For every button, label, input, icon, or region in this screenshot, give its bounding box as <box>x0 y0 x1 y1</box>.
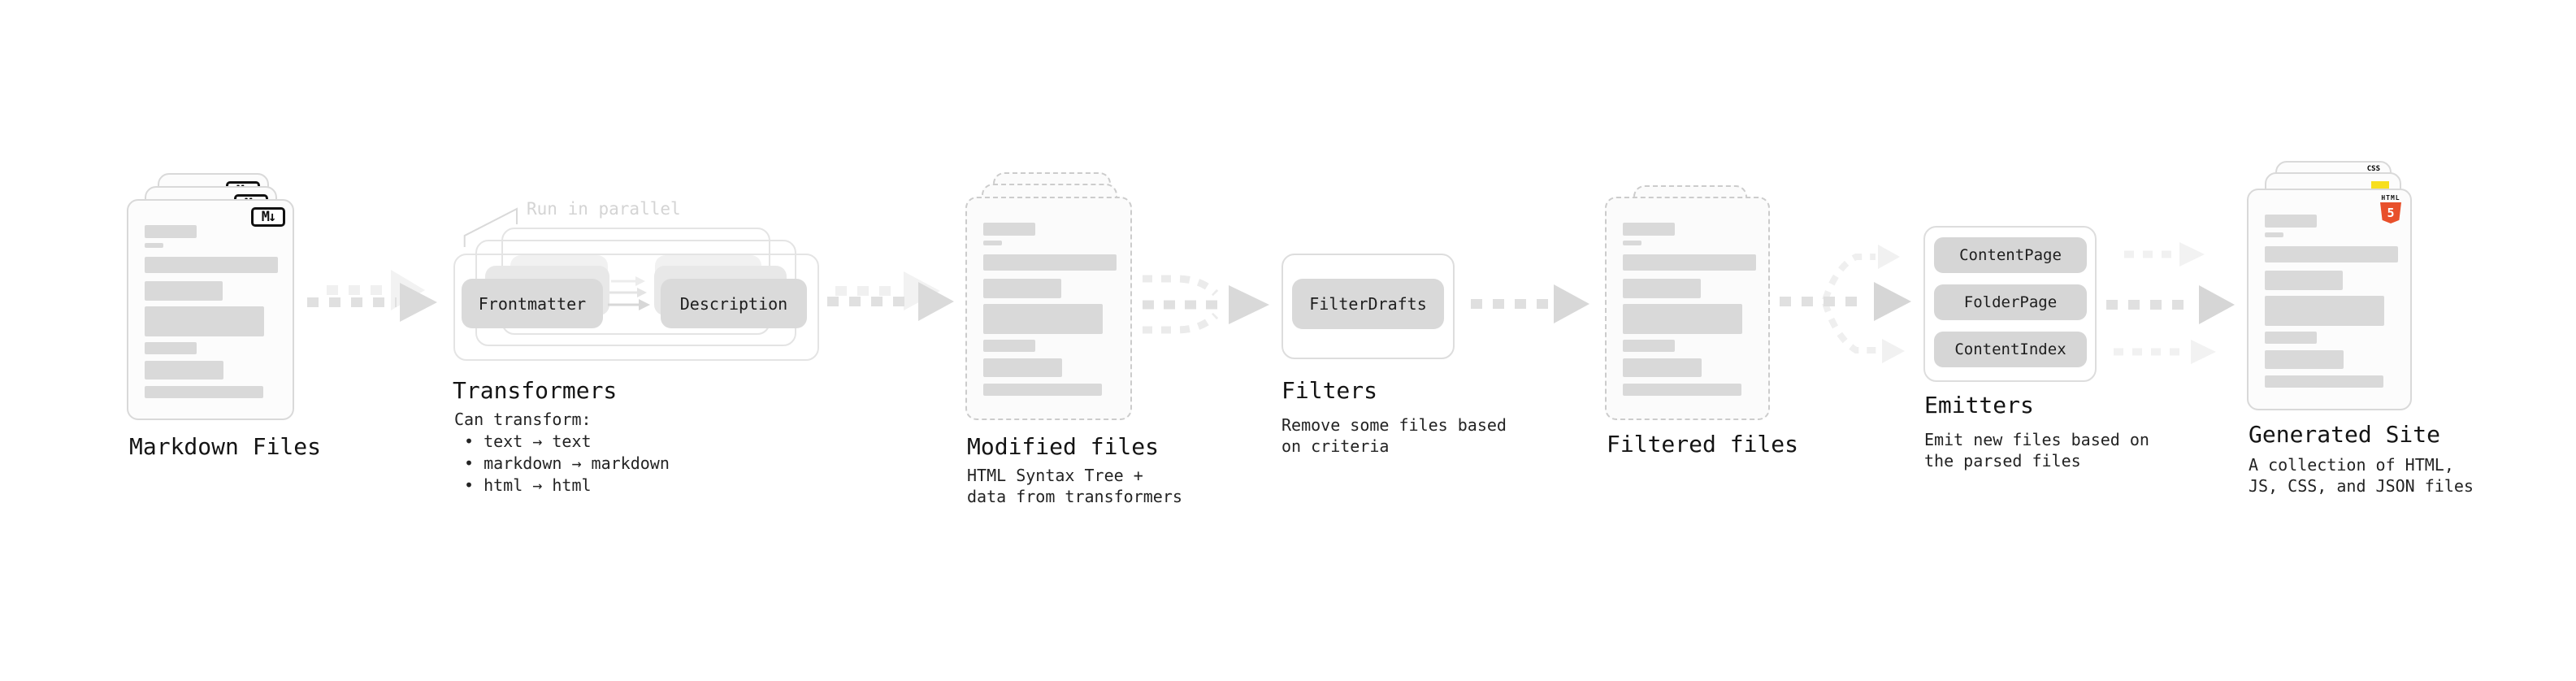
subtitle-line: on criteria <box>1281 436 1390 456</box>
js-icon <box>2371 181 2389 190</box>
placeholder-text-bar <box>983 241 1002 245</box>
placeholder-text-bar <box>2265 296 2384 326</box>
html5-word: HTML <box>2381 194 2400 202</box>
placeholder-text-bar <box>1623 340 1675 352</box>
placeholder-text-bar <box>983 358 1062 377</box>
transformer-pill-frontmatter: Frontmatter <box>462 279 603 328</box>
placeholder-text-bar <box>145 281 223 301</box>
modified-files-subtitle: HTML Syntax Tree + data from transformer… <box>967 465 1182 507</box>
placeholder-text-bar <box>1623 254 1756 271</box>
placeholder-text-bar <box>2265 332 2317 344</box>
subtitle-line: A collection of HTML, <box>2249 455 2454 475</box>
stage-title-filters: Filters <box>1281 377 1378 404</box>
html5-icon: HTML 5 <box>2380 194 2401 223</box>
placeholder-text-bar <box>145 306 264 336</box>
note-bullet: • html → html <box>464 475 592 495</box>
placeholder-text-bar <box>2265 232 2283 237</box>
arrow-filters-to-filtered <box>1471 284 1589 323</box>
placeholder-text-bar <box>1623 279 1701 298</box>
arrow-transformers-to-modified <box>827 271 954 321</box>
emitters-subtitle: Emit new files based on the parsed files <box>1924 429 2149 471</box>
file-card: M↓ <box>127 199 294 420</box>
placeholder-text-bar <box>1623 384 1741 396</box>
placeholder-text-bar <box>983 304 1103 334</box>
placeholder-text-bar <box>1623 358 1702 377</box>
placeholder-text-bar <box>145 361 223 380</box>
placeholder-text-bar <box>145 243 163 248</box>
filters-subtitle: Remove some files based on criteria <box>1281 414 1507 457</box>
placeholder-text-bar <box>1623 223 1675 236</box>
arrow-markdown-to-transformers <box>307 270 437 322</box>
stage-title-transformers: Transformers <box>453 377 618 404</box>
placeholder-text-bar <box>983 254 1117 271</box>
arrow-modified-to-filters <box>1143 275 1269 334</box>
stage-title-modified-files: Modified files <box>967 433 1160 460</box>
file-card: HTML 5 <box>2247 189 2412 410</box>
run-in-parallel-label: Run in parallel <box>527 199 681 219</box>
placeholder-text-bar <box>2265 350 2344 369</box>
generated-site-subtitle: A collection of HTML, JS, CSS, and JSON … <box>2249 454 2474 497</box>
placeholder-text-bar <box>145 386 263 398</box>
placeholder-text-bar <box>145 342 197 354</box>
placeholder-text-bar <box>2265 246 2398 262</box>
subtitle-line: data from transformers <box>967 487 1182 506</box>
filter-pill-filterdrafts: FilterDrafts <box>1292 279 1444 329</box>
file-card <box>1605 197 1770 420</box>
stage-title-generated-site: Generated Site <box>2249 421 2441 448</box>
emitter-pill-folderpage: FolderPage <box>1934 284 2087 320</box>
subtitle-line: the parsed files <box>1924 451 2081 471</box>
emitter-pill-contentpage: ContentPage <box>1934 237 2087 273</box>
placeholder-text-bar <box>983 223 1035 236</box>
placeholder-text-bar <box>145 257 278 273</box>
placeholder-text-bar <box>1623 304 1742 334</box>
arrow-filtered-to-emitters <box>1780 245 1911 363</box>
subtitle-line: Remove some files based <box>1281 415 1507 435</box>
placeholder-text-bar <box>983 384 1102 396</box>
html5-shield: 5 <box>2380 202 2401 223</box>
placeholder-text-bar <box>1623 241 1641 245</box>
placeholder-text-bar <box>983 340 1035 352</box>
transformer-pill-description: Description <box>661 279 807 328</box>
subtitle-line: Emit new files based on <box>1924 430 2149 449</box>
placeholder-text-bar <box>2265 215 2317 228</box>
transformer-frame-front <box>453 254 819 361</box>
stage-title-emitters: Emitters <box>1924 392 2034 419</box>
stage-title-markdown-files: Markdown Files <box>129 433 322 460</box>
placeholder-text-bar <box>145 225 197 238</box>
subtitle-line: JS, CSS, and JSON files <box>2249 476 2474 496</box>
placeholder-text-bar <box>983 279 1061 298</box>
stage-title-filtered-files: Filtered files <box>1607 431 1799 458</box>
emitter-pill-contentindex: ContentIndex <box>1934 332 2087 367</box>
arrow-emitters-to-generated <box>2106 242 2235 364</box>
note-bullet: • markdown → markdown <box>464 453 670 473</box>
note-heading: Can transform: <box>454 410 592 429</box>
subtitle-line: HTML Syntax Tree + <box>967 466 1143 485</box>
file-card <box>965 197 1132 420</box>
placeholder-text-bar <box>2265 375 2383 388</box>
markdown-icon: M↓ <box>251 207 285 227</box>
transformers-note: Can transform: • text → text • markdown … <box>454 409 670 497</box>
note-bullet: • text → text <box>464 432 592 451</box>
placeholder-text-bar <box>2265 271 2343 290</box>
